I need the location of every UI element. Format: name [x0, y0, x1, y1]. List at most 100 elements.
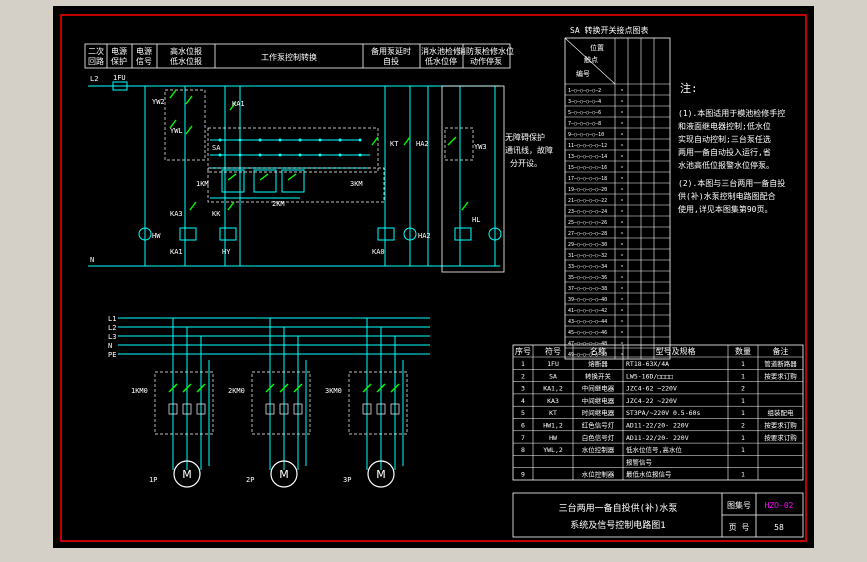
switch-row-20: 41—○—○—○—○—42 [568, 308, 607, 314]
circuit-header [84, 43, 511, 69]
notes-line-0: (1).本图适用于模池检修手控 [678, 108, 785, 118]
parts-cell-4-5: 组装配电 [768, 408, 795, 417]
dashed-groups [164, 89, 474, 203]
parts-cell-4-0: 5 [521, 409, 525, 417]
parts-cell-0-5: 管道断路器 [764, 359, 797, 368]
bus-label-0: L1 [108, 315, 116, 323]
label-ywl: YWL [170, 127, 183, 135]
label-1km: 1KM [196, 180, 209, 188]
parts-cell-6-1: HW [549, 434, 557, 442]
parts-cell-9-4: 1 [741, 471, 745, 479]
switch-table-header-c: 编号 [576, 69, 590, 78]
switch-row-18: 37—○—○—○—○—38 [568, 286, 607, 292]
switch-table-header-a: 位置 [590, 43, 604, 52]
header-col7: 消水池检修 [421, 46, 461, 56]
parts-cell-6-0: 7 [521, 434, 525, 442]
control-circuit [88, 81, 502, 267]
parts-cell-6-3: AD11-22/20- 220V [626, 434, 689, 442]
parts-cell-3-4: 1 [741, 397, 745, 405]
label-hw: HW [152, 232, 161, 240]
parts-cell-1-0: 2 [521, 372, 525, 380]
switch-row-11: 23—○—○—○—○—24 [568, 209, 607, 215]
title-fig-no: HZO-02 [765, 501, 794, 510]
parts-header-4: 数量 [735, 346, 751, 356]
switch-row-16: 33—○—○—○—○—34 [568, 264, 607, 270]
coil-ha0 [454, 227, 472, 241]
switch-row-7: 15—○—○—○—○—16 [568, 165, 607, 171]
parts-cell-0-1: 1FU [547, 360, 559, 368]
header-col3: 电源 [136, 46, 152, 56]
switch-row-2: 5—○—○—○—○—6 [568, 110, 601, 116]
header-col1: 二次 [88, 46, 104, 56]
motor-name-2: M [376, 468, 386, 481]
label-kk: KK [212, 210, 221, 218]
parts-cell-3-0: 4 [521, 397, 525, 405]
parts-cell-2-0: 3 [521, 385, 525, 393]
header-col6b: 自投 [383, 56, 399, 66]
notes-line-2: 实现自动控制;三台泵任选 [678, 134, 771, 144]
label-n: N [90, 256, 94, 264]
parts-cell-6-2: 白色信号灯 [582, 433, 615, 442]
notes-line-4: 水池高低位报警水位停泵。 [678, 160, 774, 170]
switch-row-17: 35—○—○—○—○—36 [568, 275, 607, 281]
parts-cell-9-2: 水位控制器 [582, 470, 615, 479]
parts-cell-0-2: 熔断器 [588, 359, 608, 368]
parts-cell-1-1: SA [549, 372, 557, 380]
coil-ka1 [179, 227, 197, 241]
sheet-background [53, 6, 814, 548]
contacts [169, 89, 469, 211]
label-kt: KT [390, 140, 399, 148]
parts-cell-2-4: 2 [741, 385, 745, 393]
parts-header-5: 备注 [773, 346, 789, 356]
parts-cell-7-1: YWL,2 [543, 446, 563, 454]
switch-row-3: 7—○—○—○—○—8 [568, 121, 601, 127]
switch-row-5: 11—○—○—○—○—12 [568, 143, 607, 149]
header-col3b: 信号 [136, 56, 152, 66]
parts-cell-1-5: 按要求订购 [764, 371, 797, 380]
motor-symbol-1 [270, 460, 298, 488]
label-hl: HL [472, 216, 480, 224]
parts-cell-5-2: 红色信号灯 [582, 421, 615, 430]
motor-name-1: M [279, 468, 289, 481]
level-box [441, 85, 505, 273]
lamp-hl1 [403, 227, 417, 241]
parts-cell-0-3: RT18-63X/4A [626, 360, 669, 368]
header-col4: 高水位报 [170, 46, 202, 56]
switch-row-22: 45—○—○—○—○—46 [568, 330, 607, 336]
label-ha2-b: HA2 [418, 232, 431, 240]
header-col7b: 低水位停 [425, 56, 457, 66]
label-ha2: HA2 [416, 140, 429, 148]
switch-row-13: 27—○—○—○—○—28 [568, 231, 607, 237]
parts-cell-4-2: 时间继电器 [582, 408, 615, 417]
switch-row-14: 29—○—○—○—○—30 [568, 242, 607, 248]
switch-row-6: 13—○—○—○—○—14 [568, 154, 607, 160]
switch-row-1: 3—○—○—○—○—4 [568, 99, 601, 105]
bus-label-4: PE [108, 351, 116, 359]
parts-cell-4-1: KT [549, 409, 557, 417]
parts-cell-2-3: JZC4-62 ~220V [626, 385, 677, 393]
header-col5: 工作泵控制转换 [261, 52, 317, 62]
parts-cell-4-3: ST3PA/~220V 0.5-60s [626, 409, 700, 417]
motor-label-1: 2KM0 [228, 387, 245, 395]
lamp-hw [138, 227, 152, 241]
switch-row-4: 9—○—○—○—○—10 [568, 132, 604, 138]
title-line-1: 三台两用一备自投供(补)水泵 [559, 502, 678, 514]
motor-id-2: 3P [343, 476, 351, 484]
label-sa: SA [212, 144, 221, 152]
title-block [512, 492, 804, 538]
parts-cell-5-0: 6 [521, 422, 525, 430]
label-yw3: YW3 [474, 143, 487, 151]
parts-cell-7-3: 低水位信号,高水位 [626, 445, 682, 454]
header-col2: 电源 [111, 46, 127, 56]
switch-row-19: 39—○—○—○—○—40 [568, 297, 607, 303]
header-col6: 备用泵延时 [371, 46, 411, 56]
parts-header-0: 序号 [515, 346, 531, 356]
parts-cell-2-2: 中间继电器 [582, 384, 615, 393]
label-3km: 3KM [350, 180, 363, 188]
parts-cell-9-0: 9 [521, 471, 525, 479]
